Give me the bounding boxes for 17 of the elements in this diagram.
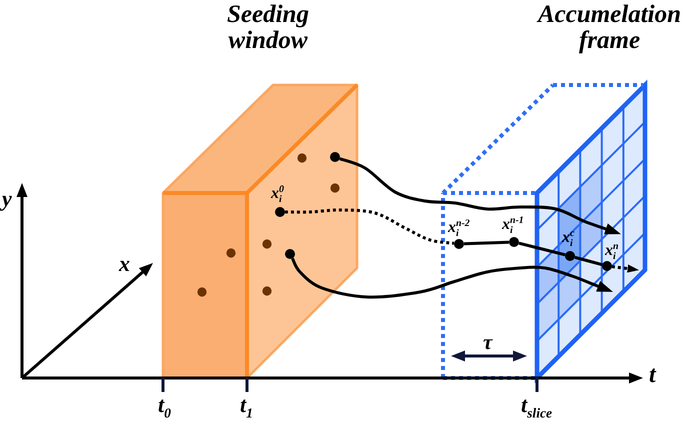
trajectory-arrow <box>612 264 639 273</box>
heading: Accumelation frame <box>536 2 682 54</box>
tick-label: t$_{0}$ <box>158 392 171 418</box>
trajectory-point <box>509 237 519 247</box>
axis-label: y <box>2 186 12 212</box>
trajectory-line <box>518 242 566 256</box>
heading: Seeding window <box>226 2 310 54</box>
trajectory-arrow <box>339 157 621 234</box>
trajectory-line <box>464 240 510 246</box>
trajectory-point <box>454 239 464 249</box>
axis-label: t <box>649 362 656 390</box>
trajectory-arrow <box>291 258 613 299</box>
axis-label: x <box>119 251 130 276</box>
trajectory-line <box>574 256 603 266</box>
tick-label: t$_{1}$ <box>240 392 253 418</box>
tick-label: t$_{slice}$ <box>521 392 552 418</box>
dimension-label: τ <box>483 330 492 354</box>
